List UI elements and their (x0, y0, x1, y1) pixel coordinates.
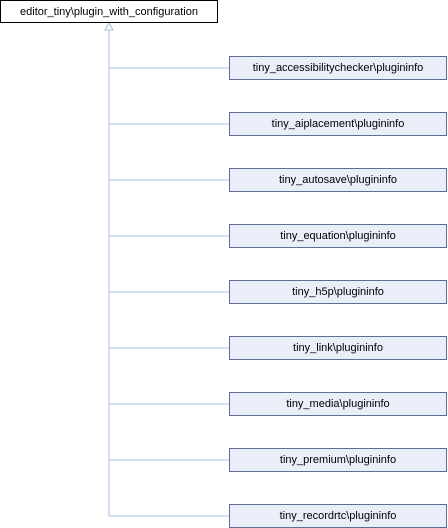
child-class-box-h5p[interactable]: tiny_h5p\plugininfo (229, 280, 447, 304)
child-class-box-premium[interactable]: tiny_premium\plugininfo (229, 448, 447, 472)
child-class-box-accessibilitychecker[interactable]: tiny_accessibilitychecker\plugininfo (229, 56, 447, 80)
child-class-box-equation[interactable]: tiny_equation\plugininfo (229, 224, 447, 248)
child-class-box-recordrtc[interactable]: tiny_recordrtc\plugininfo (229, 504, 447, 528)
inheritance-arrow-icon (104, 21, 114, 31)
child-class-box-link[interactable]: tiny_link\plugininfo (229, 336, 447, 360)
child-class-box-media[interactable]: tiny_media\plugininfo (229, 392, 447, 416)
child-class-box-autosave[interactable]: tiny_autosave\plugininfo (229, 168, 447, 192)
child-class-box-aiplacement[interactable]: tiny_aiplacement\plugininfo (229, 112, 447, 136)
root-class-box: editor_tiny\plugin_with_configuration (0, 0, 218, 23)
